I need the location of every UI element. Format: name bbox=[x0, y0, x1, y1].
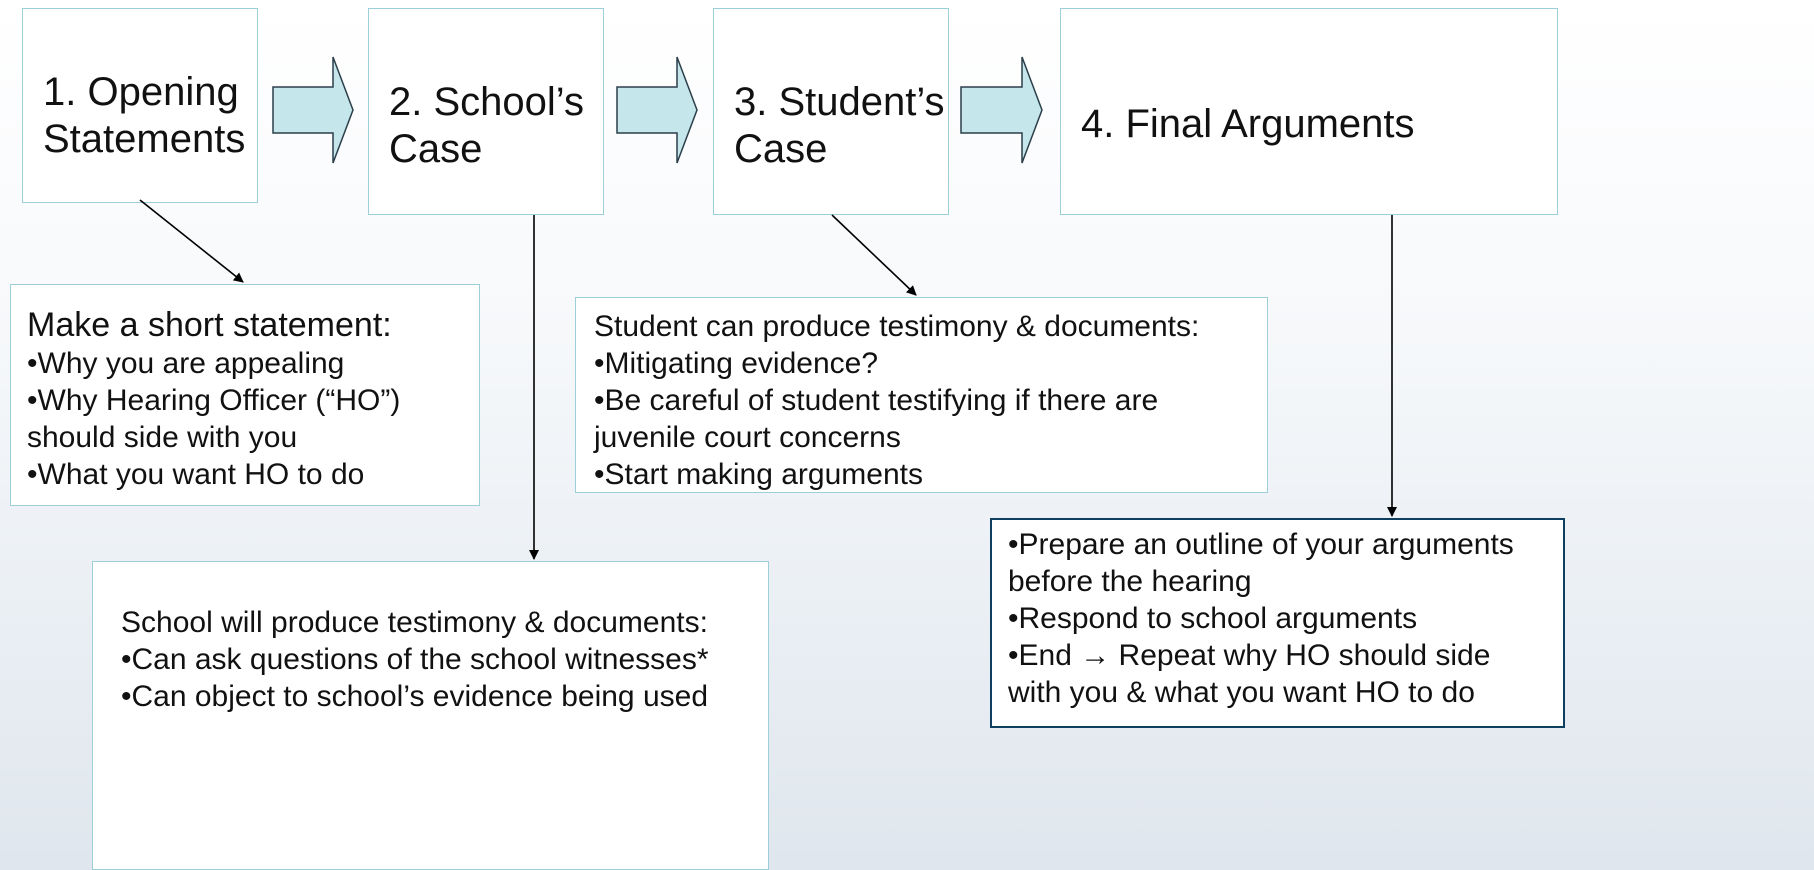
note-final-line-3: •Respond to school arguments bbox=[1008, 602, 1418, 635]
note-opening-line-2: •Why Hearing Officer (“HO”) bbox=[27, 384, 401, 417]
step-1-line-2: Statements bbox=[43, 117, 246, 161]
block-arrow-1-to-2 bbox=[272, 56, 354, 164]
step-1-opening-statements: 1. Opening Statements bbox=[22, 8, 258, 203]
step-4-line-1: 4. Final Arguments bbox=[1081, 102, 1415, 146]
step-1-line-1: 1. Opening bbox=[43, 70, 239, 114]
step-2-line-2: Case bbox=[389, 127, 483, 171]
note-final-line-1: •Prepare an outline of your arguments bbox=[1008, 528, 1514, 561]
note-opening-line-1: •Why you are appealing bbox=[27, 347, 345, 380]
block-arrow-3-to-4 bbox=[960, 56, 1043, 164]
note-final-line-2: before the hearing bbox=[1008, 565, 1252, 598]
note-opening-heading: Make a short statement: bbox=[27, 306, 392, 344]
note-school-line-1: School will produce testimony & document… bbox=[121, 606, 708, 639]
note-student-line-3: •Be careful of student testifying if the… bbox=[594, 384, 1159, 417]
note-student-line-4: juvenile court concerns bbox=[594, 421, 901, 454]
note-final-line-5: with you & what you want HO to do bbox=[1008, 676, 1475, 709]
note-final-line-4: •End → Repeat why HO should side bbox=[1008, 639, 1491, 672]
step-3-students-case: 3. Student’s Case bbox=[713, 8, 949, 215]
step-3-line-1: 3. Student’s bbox=[734, 80, 945, 124]
step-3-line-2: Case bbox=[734, 127, 828, 171]
connector-opening-to-note bbox=[139, 199, 244, 283]
note-schools-case: School will produce testimony & document… bbox=[92, 561, 769, 870]
step-2-schools-case: 2. School’s Case bbox=[368, 8, 604, 215]
note-students-case: Student can produce testimony & document… bbox=[575, 297, 1268, 493]
step-4-final-arguments: 4. Final Arguments bbox=[1060, 8, 1558, 215]
note-opening-line-3: should side with you bbox=[27, 421, 298, 454]
note-student-line-5: •Start making arguments bbox=[594, 458, 923, 491]
note-student-line-2: •Mitigating evidence? bbox=[594, 347, 879, 380]
note-opening-statement: Make a short statement: •Why you are app… bbox=[10, 284, 480, 506]
note-student-line-1: Student can produce testimony & document… bbox=[594, 310, 1200, 343]
note-opening-line-4: •What you want HO to do bbox=[27, 458, 365, 491]
step-2-line-1: 2. School’s bbox=[389, 80, 584, 124]
block-arrow-2-to-3 bbox=[616, 56, 698, 164]
note-final-arguments: •Prepare an outline of your arguments be… bbox=[990, 518, 1565, 728]
connector-student-to-note bbox=[831, 214, 917, 296]
note-school-line-3: •Can object to school’s evidence being u… bbox=[121, 680, 709, 713]
note-school-line-2: •Can ask questions of the school witness… bbox=[121, 643, 709, 676]
